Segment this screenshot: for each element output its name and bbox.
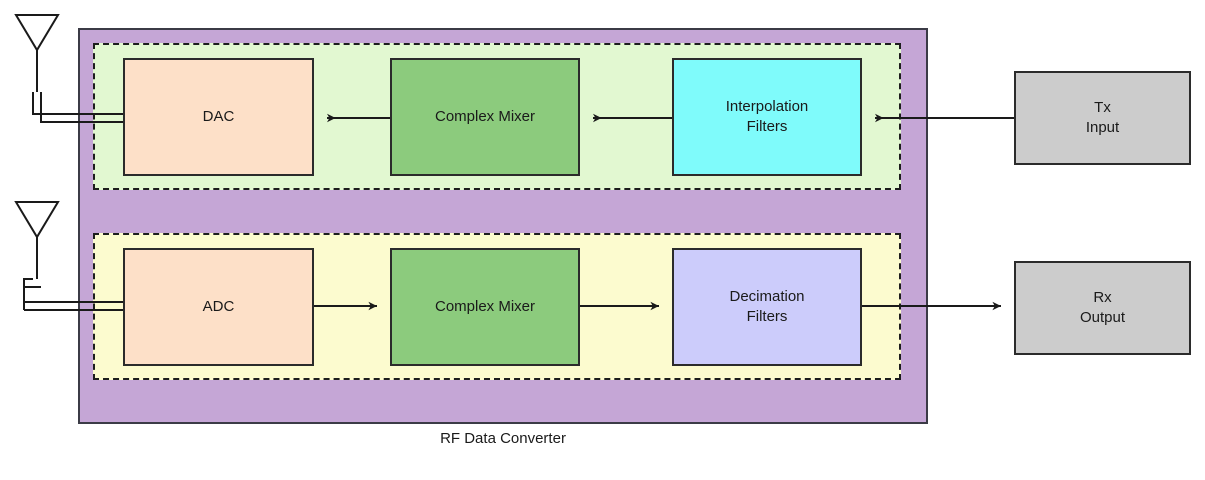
block-complex-mixer-tx[interactable]: Complex Mixer xyxy=(390,58,580,176)
block-tx-input[interactable]: Tx Input xyxy=(1014,71,1191,165)
block-adc[interactable]: ADC xyxy=(123,248,314,366)
block-complex-mixer-rx[interactable]: Complex Mixer xyxy=(390,248,580,366)
diagram-caption: RF Data Converter xyxy=(440,430,566,447)
block-rx-output[interactable]: Rx Output xyxy=(1014,261,1191,355)
rx-antenna-icon xyxy=(14,201,123,311)
tx-antenna-icon xyxy=(14,14,123,123)
block-decimation-filters[interactable]: Decimation Filters xyxy=(672,248,862,366)
block-interpolation-filters[interactable]: Interpolation Filters xyxy=(672,58,862,176)
block-dac[interactable]: DAC xyxy=(123,58,314,176)
